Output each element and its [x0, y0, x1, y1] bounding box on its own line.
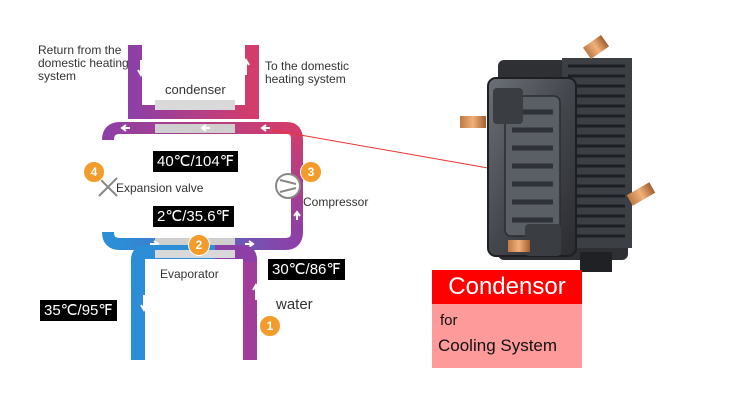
expansion-valve-icon: [98, 177, 118, 197]
label-expansion-valve: Expansion valve: [116, 181, 204, 195]
label-compressor: Compressor: [303, 195, 369, 209]
temp-water-out: 35℃/95℉: [40, 300, 117, 321]
label-evaporator: Evaporator: [160, 267, 219, 281]
callout-pointer-line: [271, 129, 489, 169]
callout-line2: Cooling System: [438, 336, 558, 355]
callout-line1: for: [440, 312, 458, 329]
label-condenser: condenser: [165, 82, 226, 97]
temp-evaporator: 2℃/35.6℉: [153, 206, 234, 227]
callout-title: Condensor: [432, 270, 582, 304]
step-3-badge: 3: [300, 161, 322, 183]
callout-box: for Cooling System: [432, 304, 582, 368]
label-to-domestic: To the domestic heating system: [265, 59, 350, 86]
label-return: Return from the domestic heating system: [38, 43, 129, 83]
temp-water-in: 30℃/86℉: [268, 259, 345, 280]
temp-condenser: 40℃/104℉: [153, 151, 238, 172]
condensor-product-image: [460, 34, 656, 272]
condenser-pipe: [128, 45, 259, 119]
compressor-icon: [275, 173, 301, 199]
step-1-badge: 1: [259, 315, 281, 337]
step-4-badge: 4: [83, 161, 105, 183]
step-2-badge: 2: [188, 234, 210, 256]
label-water: water: [276, 296, 313, 313]
